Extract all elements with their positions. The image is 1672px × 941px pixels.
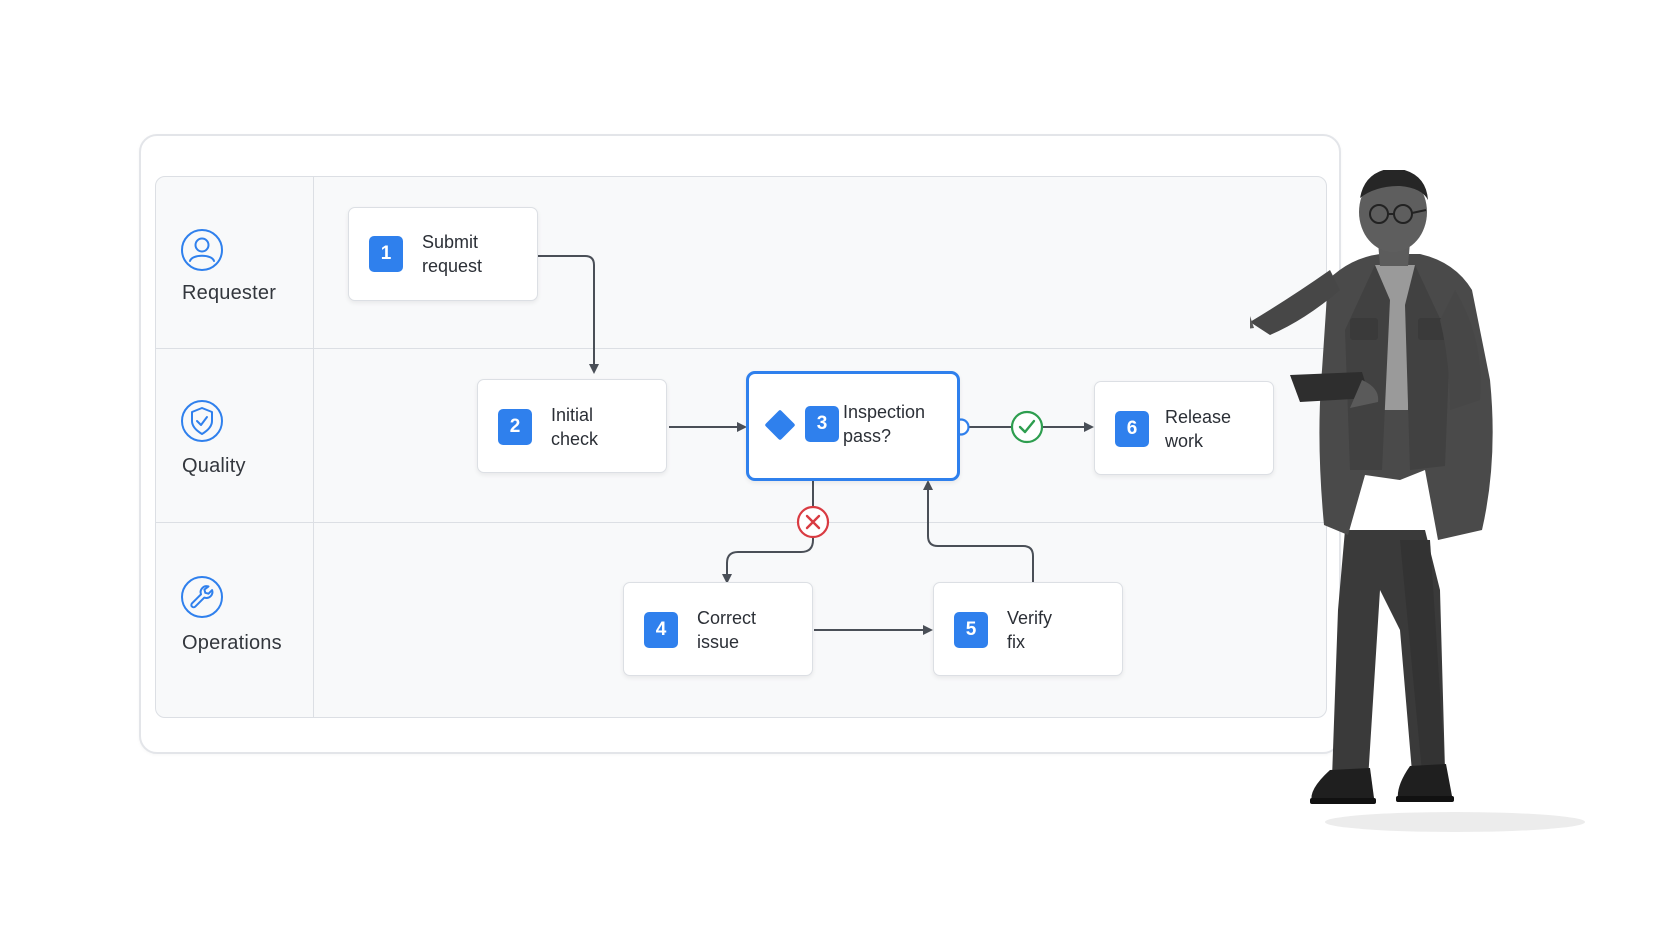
step-number-badge: 3 <box>805 406 839 442</box>
step-label-line1: Release <box>1165 407 1232 427</box>
step-label: Submit request <box>422 230 482 278</box>
wrench-icon <box>181 576 223 618</box>
step-label-line1: Verify <box>1007 608 1053 628</box>
step-label-line2: pass? <box>843 426 892 446</box>
decision-diamond-icon <box>765 410 795 440</box>
step-number-badge: 1 <box>369 236 403 272</box>
lane-header-divider <box>313 176 314 718</box>
lane-divider <box>156 348 1326 349</box>
step-node-submit-request[interactable]: 1 Submit request <box>348 207 538 301</box>
step-label: Inspection pass? <box>843 400 925 448</box>
connector-3-to-4 <box>722 479 814 584</box>
step-node-correct-issue[interactable]: 4 Correct issue <box>623 582 813 676</box>
step-label-line2: work <box>1165 431 1204 451</box>
user-icon <box>181 229 223 271</box>
step-label-line1: Correct <box>697 608 757 628</box>
step-node-release-work[interactable]: 6 Release work <box>1094 381 1274 475</box>
step-label-line1: Initial <box>551 405 594 425</box>
presenter-figure <box>1250 170 1585 832</box>
step-node-verify-fix[interactable]: 5 Verify fix <box>933 582 1123 676</box>
step-number-badge: 2 <box>498 409 532 445</box>
lane-label-requester: Requester <box>182 282 277 304</box>
step-node-initial-check[interactable]: 2 Initial check <box>477 379 667 473</box>
step-number-badge: 5 <box>954 612 988 648</box>
step-label-line2: issue <box>697 632 740 652</box>
step-label: Verify fix <box>1007 606 1052 654</box>
step-label: Release work <box>1165 405 1231 453</box>
lane-divider <box>156 522 1326 523</box>
step-node-inspection-decision[interactable]: 3 Inspection pass? <box>746 371 960 481</box>
step-number-badge: 4 <box>644 612 678 648</box>
pass-check-icon <box>1010 410 1044 444</box>
step-label: Correct issue <box>697 606 756 654</box>
step-label-line1: Submit <box>422 232 479 252</box>
step-label-line2: fix <box>1007 632 1025 652</box>
step-label-line1: Inspection <box>843 402 926 422</box>
step-label-line2: request <box>422 256 483 276</box>
step-label: Initial check <box>551 403 598 451</box>
step-label-line2: check <box>551 429 599 449</box>
fail-x-icon <box>796 505 830 539</box>
lane-label-quality: Quality <box>182 455 246 477</box>
shield-check-icon <box>181 400 223 442</box>
lane-label-operations: Operations <box>182 632 282 654</box>
connector-1-to-2 <box>538 255 599 374</box>
connector-5-to-3 <box>923 480 1034 582</box>
step-number-badge: 6 <box>1115 411 1149 447</box>
